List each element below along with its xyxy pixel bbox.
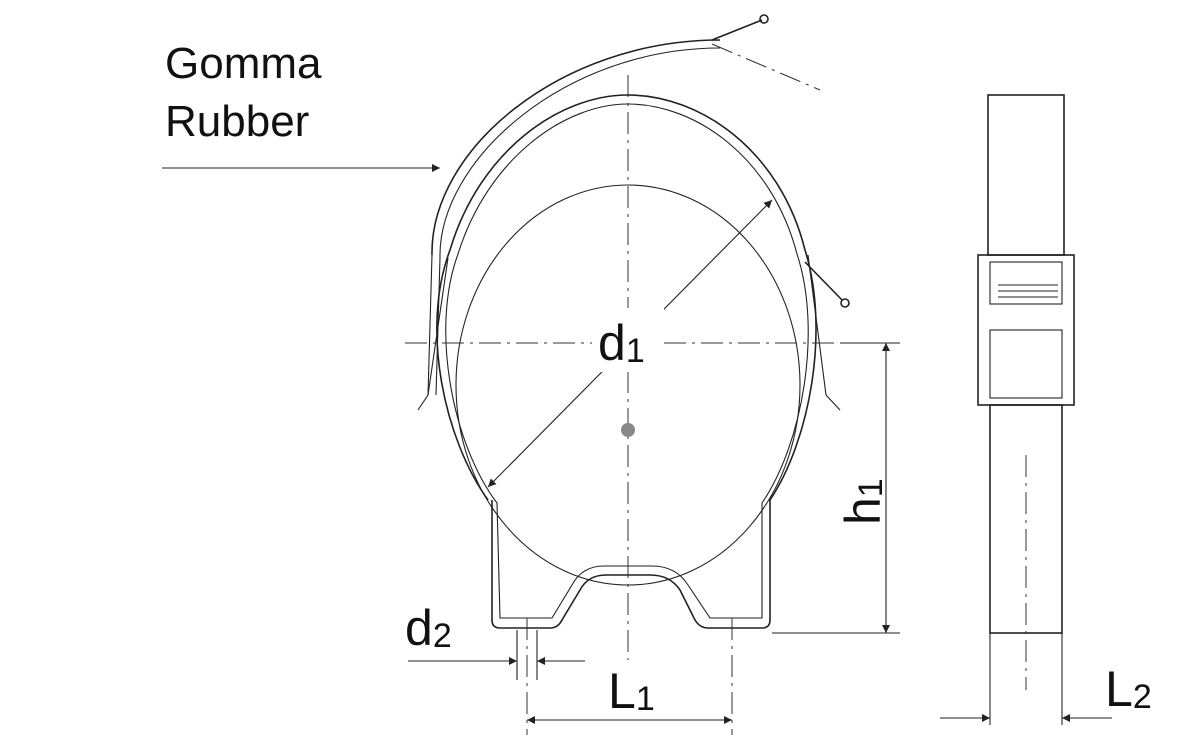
rubber-lining (431, 39, 721, 256)
side-view (940, 94, 1112, 725)
top-pin-tail (711, 43, 821, 91)
side-buckle-lower (989, 329, 1063, 399)
top-pin (711, 19, 763, 41)
material-label-italian: Gomma (165, 39, 322, 88)
d1-label: d1 (598, 315, 645, 371)
material-label-english: Rubber (165, 97, 309, 146)
side-buckle-inner (989, 261, 1063, 305)
side-band-top (987, 94, 1065, 256)
clamp-band-inner (445, 103, 809, 619)
d2-label: d2 (405, 600, 452, 656)
pipe-ellipse (455, 184, 801, 586)
l1-label: L1 (608, 663, 655, 719)
front-view (162, 14, 900, 735)
center-mark (621, 423, 635, 437)
left-lug (417, 257, 449, 411)
side-band-bottom (989, 404, 1063, 634)
rubber-lining-inner (439, 47, 721, 259)
h1-label: h1 (835, 478, 891, 525)
right-pin (804, 261, 843, 301)
l2-label: L2 (1105, 661, 1152, 717)
right-lug (807, 254, 841, 411)
top-pin-head (759, 14, 769, 24)
clamp-band-outer (436, 94, 817, 629)
d1-label-bg (592, 308, 664, 372)
right-pin-head (840, 298, 850, 308)
